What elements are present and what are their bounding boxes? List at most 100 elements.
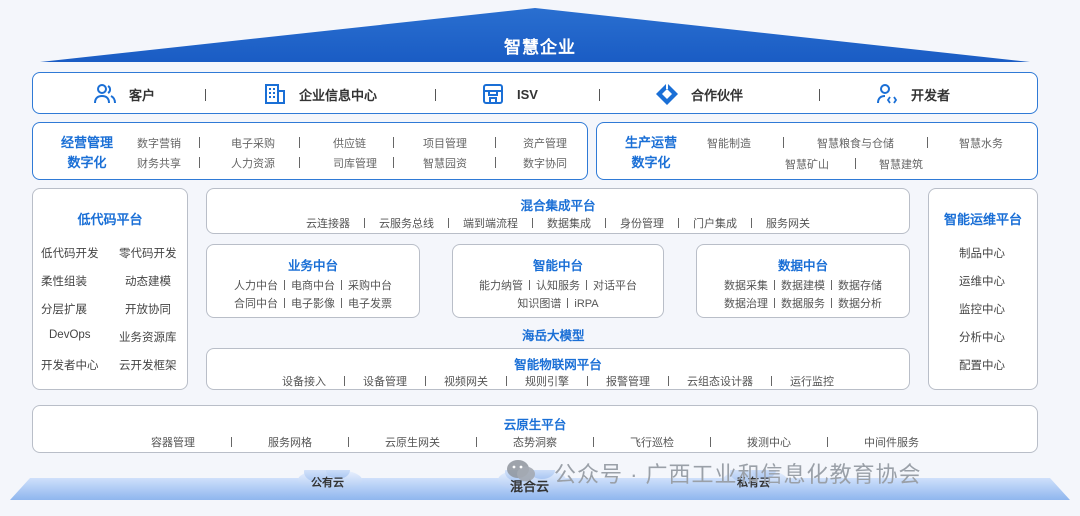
business-digitization-panel: 经营管理 数字化 数字营销 电子采购 供应链 项目管理 资产管理 财务共享 人力… — [32, 122, 588, 180]
public-cloud-label[interactable]: 公有云 — [311, 477, 344, 489]
lowcode-item[interactable]: 云开发框架 — [119, 360, 177, 372]
cloud-native-title: 云原生平台 — [503, 418, 567, 432]
business-mid-item[interactable]: 人力中台 — [234, 280, 278, 292]
cloud-native-item[interactable]: 容器管理 — [151, 437, 195, 449]
ops-item[interactable]: 制品中心 — [959, 248, 1005, 260]
divider — [205, 89, 206, 101]
people-icon — [94, 84, 116, 104]
hybrid-item[interactable]: 服务网关 — [766, 218, 810, 230]
business-mid-item[interactable]: 电子影像 — [291, 298, 335, 310]
iot-item[interactable]: 视频网关 — [444, 376, 488, 388]
smart-mid-item[interactable]: 知识图谱 — [517, 298, 562, 310]
cloud-icon — [298, 470, 362, 491]
iot-item[interactable]: 规则引擎 — [525, 376, 569, 388]
store-icon — [483, 84, 503, 104]
iot-items-row: 设备接入 设备管理 视频网关 规则引擎 报警管理 云组态设计器 运行监控 — [207, 373, 909, 389]
divider — [495, 157, 496, 168]
private-cloud-label[interactable]: 私有云 — [737, 477, 770, 489]
hybrid-item[interactable]: 门户集成 — [693, 218, 737, 230]
cloud-native-item[interactable]: 态势洞察 — [513, 437, 557, 449]
business-item[interactable]: 数字协同 — [523, 158, 567, 170]
roof-triangle — [40, 8, 1030, 62]
lowcode-item[interactable]: 业务资源库 — [119, 332, 177, 344]
data-mid-item[interactable]: 数据分析 — [838, 298, 882, 310]
business-item[interactable]: 智慧园资 — [423, 158, 467, 170]
divider — [819, 89, 820, 101]
divider — [927, 137, 928, 148]
cloud-native-item[interactable]: 飞行巡检 — [630, 437, 674, 449]
business-mid-row: 合同中台 电子影像 电子发票 — [207, 295, 419, 311]
hybrid-item[interactable]: 云服务总线 — [379, 218, 434, 230]
hybrid-item[interactable]: 数据集成 — [547, 218, 591, 230]
data-mid-item[interactable]: 数据建模 — [781, 280, 825, 292]
cloud-native-item[interactable]: 中间件服务 — [864, 437, 919, 449]
data-mid-item[interactable]: 数据服务 — [781, 298, 825, 310]
ops-item[interactable]: 监控中心 — [959, 304, 1005, 316]
hybrid-item[interactable]: 端到端流程 — [463, 218, 518, 230]
lowcode-item[interactable]: 动态建模 — [125, 276, 171, 288]
iot-item[interactable]: 报警管理 — [606, 376, 650, 388]
business-mid-item[interactable]: 采购中台 — [348, 280, 392, 292]
smart-mid-item[interactable]: 能力纳管 — [479, 280, 523, 292]
wechat-icon — [507, 460, 535, 482]
business-item[interactable]: 项目管理 — [423, 138, 467, 150]
business-item[interactable]: 数字营销 — [137, 138, 181, 150]
hybrid-item[interactable]: 身份管理 — [620, 218, 664, 230]
production-item[interactable]: 智能制造 — [707, 138, 751, 150]
data-mid-item[interactable]: 数据治理 — [724, 298, 768, 310]
iot-item[interactable]: 设备接入 — [282, 376, 326, 388]
cloud-native-item[interactable]: 云原生网关 — [385, 437, 440, 449]
ops-item[interactable]: 配置中心 — [959, 360, 1005, 372]
production-item[interactable]: 智慧水务 — [959, 138, 1003, 150]
divider — [393, 137, 394, 148]
production-item[interactable]: 智慧建筑 — [879, 159, 923, 171]
user-customer[interactable]: 客户 — [93, 73, 155, 115]
data-mid-item[interactable]: 数据采集 — [724, 280, 768, 292]
user-enterprise-info-center[interactable]: 企业信息中心 — [263, 73, 377, 115]
lowcode-item[interactable]: DevOps — [49, 329, 91, 341]
business-mid-item[interactable]: 电商中台 — [291, 280, 335, 292]
lowcode-item[interactable]: 零代码开发 — [119, 248, 177, 260]
roof-title: 智慧企业 — [504, 38, 576, 57]
business-item[interactable]: 电子采购 — [231, 138, 275, 150]
smart-mid-item[interactable]: iRPA — [574, 298, 599, 310]
hybrid-cloud-label[interactable]: 混合云 — [510, 479, 550, 494]
data-mid-item[interactable]: 数据存储 — [838, 280, 882, 292]
ops-item[interactable]: 运维中心 — [959, 276, 1005, 288]
cloud-native-item[interactable]: 服务网格 — [268, 437, 312, 449]
user-developer[interactable]: 开发者 — [875, 73, 950, 115]
iot-item[interactable]: 云组态设计器 — [687, 376, 753, 388]
smart-mid-item[interactable]: 对话平台 — [593, 280, 637, 292]
lowcode-item[interactable]: 开放协同 — [125, 304, 171, 316]
divider — [199, 137, 200, 148]
bigmodel-title[interactable]: 海岳大模型 — [522, 329, 585, 343]
production-item[interactable]: 智慧矿山 — [785, 159, 829, 171]
lowcode-item[interactable]: 分层扩展 — [41, 304, 87, 316]
business-mid-row: 人力中台 电商中台 采购中台 — [207, 277, 419, 293]
lowcode-item[interactable]: 低代码开发 — [41, 248, 99, 260]
smart-mid-item[interactable]: 认知服务 — [536, 280, 580, 292]
business-item[interactable]: 供应链 — [333, 138, 366, 150]
watermark-text: 公众号 · 广西工业和信息化教育协会 — [554, 462, 922, 487]
ops-item[interactable]: 分析中心 — [959, 332, 1005, 344]
business-mid-item[interactable]: 合同中台 — [234, 298, 278, 310]
production-title-line2: 数字化 — [631, 155, 671, 170]
iot-item[interactable]: 运行监控 — [790, 376, 834, 388]
business-item[interactable]: 司库管理 — [333, 158, 377, 170]
lowcode-item[interactable]: 开发者中心 — [41, 360, 99, 372]
business-item[interactable]: 人力资源 — [231, 158, 275, 170]
business-mid-item[interactable]: 电子发票 — [348, 298, 392, 310]
lowcode-item[interactable]: 柔性组装 — [41, 276, 87, 288]
iot-item[interactable]: 设备管理 — [363, 376, 407, 388]
user-partner[interactable]: 合作伙伴 — [655, 73, 743, 115]
hybrid-item[interactable]: 云连接器 — [306, 218, 350, 230]
business-item[interactable]: 资产管理 — [523, 138, 567, 150]
divider — [435, 89, 436, 101]
production-item[interactable]: 智慧粮食与仓储 — [817, 138, 894, 150]
smart-mid-title: 智能中台 — [532, 259, 583, 273]
user-isv[interactable]: ISV — [481, 73, 538, 115]
business-item[interactable]: 财务共享 — [137, 158, 181, 170]
cloud-native-items-row: 容器管理 服务网格 云原生网关 态势洞察 飞行巡检 拨测中心 中间件服务 — [33, 434, 1037, 450]
data-mid-title: 数据中台 — [777, 259, 828, 273]
cloud-native-item[interactable]: 拨测中心 — [747, 437, 791, 449]
